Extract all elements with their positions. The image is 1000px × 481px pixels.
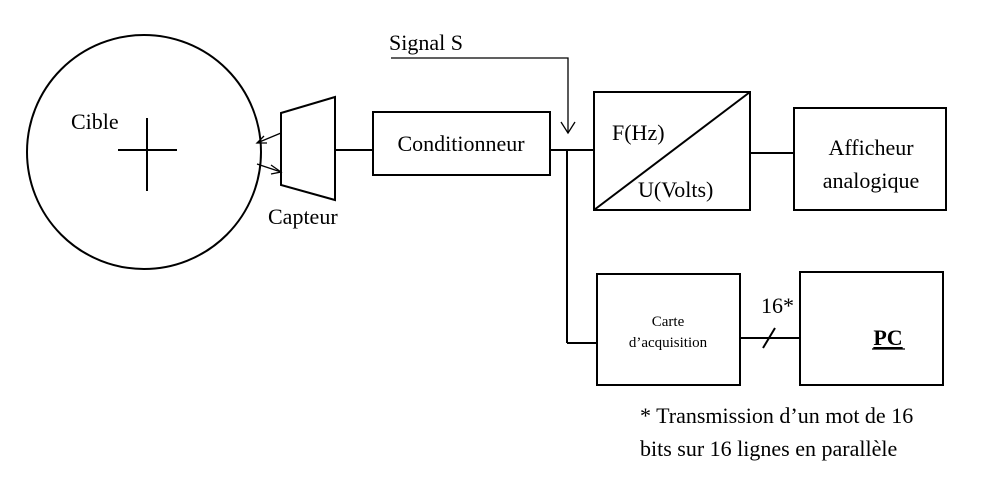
signal-arrowhead: [560, 121, 576, 135]
bus-width-label: 16*: [761, 293, 794, 318]
sensor-arrow-out-head: [255, 135, 267, 144]
signal-wire: [391, 57, 569, 133]
signal-input: Signal S: [389, 30, 576, 135]
acquisition-card-box: [596, 273, 741, 386]
acquisition-card-label-line1: Carte: [652, 314, 685, 330]
target-circle: [26, 34, 262, 270]
analog-display-block: Afficheur analogique: [793, 107, 947, 211]
conditioner-box: [372, 111, 551, 176]
sensor-arrow-in: [256, 163, 282, 173]
converter-box: [593, 91, 751, 211]
converter-bottom-label: U(Volts): [638, 177, 713, 202]
converter-diagonal: [593, 91, 751, 211]
analog-display-box: [793, 107, 947, 211]
signal-label: Signal S: [389, 30, 463, 55]
sensor-block: Capteur: [255, 95, 338, 229]
frequency-voltage-converter: F(Hz) U(Volts): [593, 91, 751, 211]
footnote: * Transmission d’un mot de 16 bits sur 1…: [640, 403, 913, 461]
sensor-arrow-in-head: [270, 164, 283, 175]
analog-display-label-line1: Afficheur: [828, 135, 914, 160]
footnote-line2: bits sur 16 lignes en parallèle: [640, 436, 897, 461]
sensor-arrow-out: [256, 132, 282, 144]
converter-top-label: F(Hz): [612, 120, 665, 145]
bus-slash: [762, 327, 776, 349]
pc-box: [799, 271, 944, 386]
parallel-bus: 16*: [740, 293, 800, 349]
acquisition-card-label-line2: d’acquisition: [629, 335, 708, 351]
pc-label: PC: [873, 325, 902, 350]
target-block: Cible: [26, 34, 262, 270]
conditioner-label: Conditionneur: [397, 131, 525, 156]
target-label: Cible: [71, 109, 119, 134]
sensor-shape: [280, 95, 336, 202]
analog-display-label-line2: analogique: [823, 168, 920, 193]
pc-block: PC: [799, 271, 944, 386]
footnote-line1: * Transmission d’un mot de 16: [640, 403, 913, 428]
conditioner-block: Conditionneur: [372, 111, 551, 176]
sensor-label: Capteur: [268, 204, 338, 229]
acquisition-card-block: Carte d’acquisition: [596, 273, 741, 386]
